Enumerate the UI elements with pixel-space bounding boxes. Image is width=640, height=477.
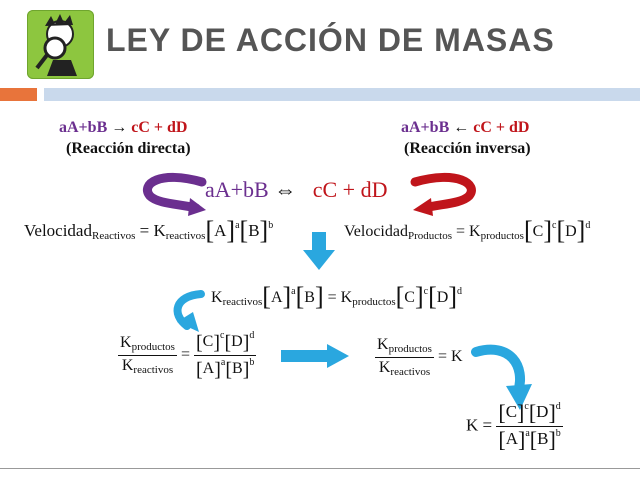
page-title: LEY DE ACCIÓN DE MASAS [106, 22, 555, 58]
equilibrium-arrow: ⇔ [274, 177, 297, 202]
footer-divider [0, 468, 640, 469]
direct-reaction: aA+bB → cC + dD [59, 119, 187, 137]
accent-bar-orange [0, 88, 37, 101]
k-definition-formula: Kproductos Kreactivos = K [375, 336, 463, 378]
direct-arrow: → [111, 119, 128, 136]
blue-curved-arrow-right-icon [471, 344, 532, 410]
accent-bar-blue [44, 88, 640, 101]
inverse-reaction: aA+bB ← cC + dD [401, 119, 529, 137]
ratio-formula: Kproductos Kreactivos = [C]c[D]d [A]a[B]… [118, 330, 257, 381]
inverse-label: (Reacción inversa) [404, 140, 531, 157]
down-arrow-icon [303, 232, 335, 270]
inverse-products: cC + dD [473, 119, 530, 136]
rate-productos-formula: VelocidadProductos = Kproductos[C]c[D]d [344, 216, 591, 245]
inverse-reactants: aA+bB [401, 119, 450, 136]
equilibrium-equation: aA+bB ⇔ cC + dD [205, 177, 387, 203]
right-arrow-icon [281, 344, 349, 368]
equal-rates-formula: Kreactivos[A]a[B] = Kproductos[C]c[D]d [211, 282, 462, 311]
direct-products: cC + dD [131, 119, 188, 136]
logo-icon [27, 10, 94, 79]
direct-reactants: aA+bB [59, 119, 108, 136]
rate-reactivos-formula: VelocidadReactivos = Kreactivos[A]a[B]b [24, 216, 274, 245]
equilibrium-left: aA+bB [205, 177, 269, 202]
direct-label: (Reacción directa) [66, 140, 191, 157]
final-k-formula: K = [C]c[D]d [A]a[B]b [466, 400, 563, 452]
purple-curved-arrow-icon [143, 172, 207, 216]
blue-curved-arrow-left-icon [173, 290, 205, 332]
red-curved-arrow-icon [410, 172, 476, 216]
inverse-arrow: ← [453, 119, 470, 136]
equilibrium-right: cC + dD [312, 177, 388, 202]
